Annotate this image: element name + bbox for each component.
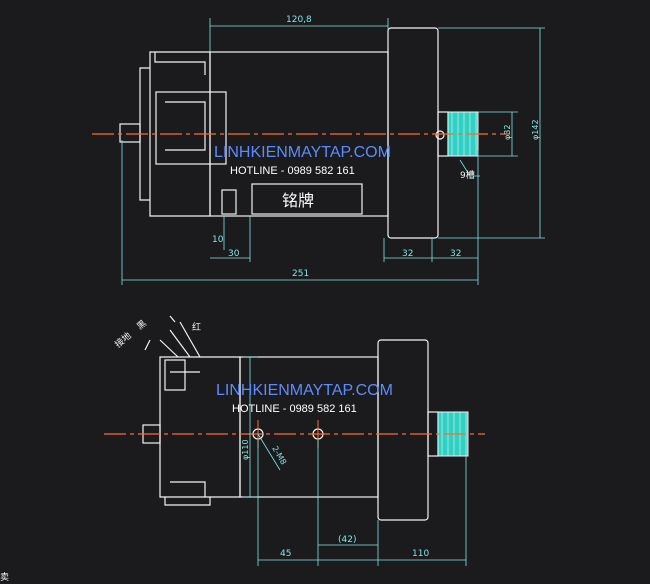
top-view <box>119 27 449 239</box>
left-shaft-stub <box>119 123 141 143</box>
flange-side <box>377 339 429 521</box>
terminal-block <box>164 359 186 391</box>
motor-body-side <box>239 356 379 498</box>
dim-small-30: 30 <box>228 249 240 259</box>
terminal-box-top <box>221 189 237 215</box>
left-housing-side <box>159 356 241 498</box>
dim-shaft-dia: φ32 <box>503 125 512 140</box>
top-dimensions <box>121 18 545 285</box>
watermark-site-2: LINHKIENMAYTAP.COM <box>216 382 393 399</box>
nameplate-label: 铭牌 <box>282 191 314 210</box>
flange-hole-top <box>435 130 445 140</box>
dim-body-dia: φ110 <box>241 439 250 460</box>
dim-small-10: 10 <box>212 235 224 245</box>
wire-label-ground: 接地 <box>112 330 134 351</box>
dim-left-32: 32 <box>402 249 413 259</box>
left-housing-inner <box>165 101 206 151</box>
watermark-hotline-2: HOTLINE - 0989 582 161 <box>232 403 357 415</box>
dim-right-32: 32 <box>450 249 461 259</box>
dim-top-length: 120,8 <box>286 15 312 25</box>
side-view <box>142 315 439 521</box>
corner-fragment: 卖 <box>0 572 9 583</box>
watermark-site-1: LINHKIENMAYTAP.COM <box>214 144 391 161</box>
left-housing-window <box>155 91 227 165</box>
dim-42: (42) <box>338 535 356 545</box>
dim-total-length: 251 <box>292 269 309 279</box>
top-bracket <box>154 52 206 75</box>
watermark-hotline-1: HOTLINE - 0989 582 161 <box>230 165 355 177</box>
dim-holes: 2-M8 <box>270 445 288 467</box>
flange-top <box>387 27 439 239</box>
groove-label: 9槽 <box>460 169 475 181</box>
dim-flange-dia: φ142 <box>531 119 540 140</box>
left-housing-inner-side <box>164 371 211 506</box>
dim-45: 45 <box>280 549 291 559</box>
wire-label-black: 黑 <box>135 318 149 332</box>
lead-wires <box>144 315 201 358</box>
left-housing-top <box>149 51 211 217</box>
nameplate-box <box>251 183 363 215</box>
side-dimensions <box>243 356 467 566</box>
wire-label-red: 红 <box>192 321 201 333</box>
dim-110: 110 <box>412 549 429 559</box>
